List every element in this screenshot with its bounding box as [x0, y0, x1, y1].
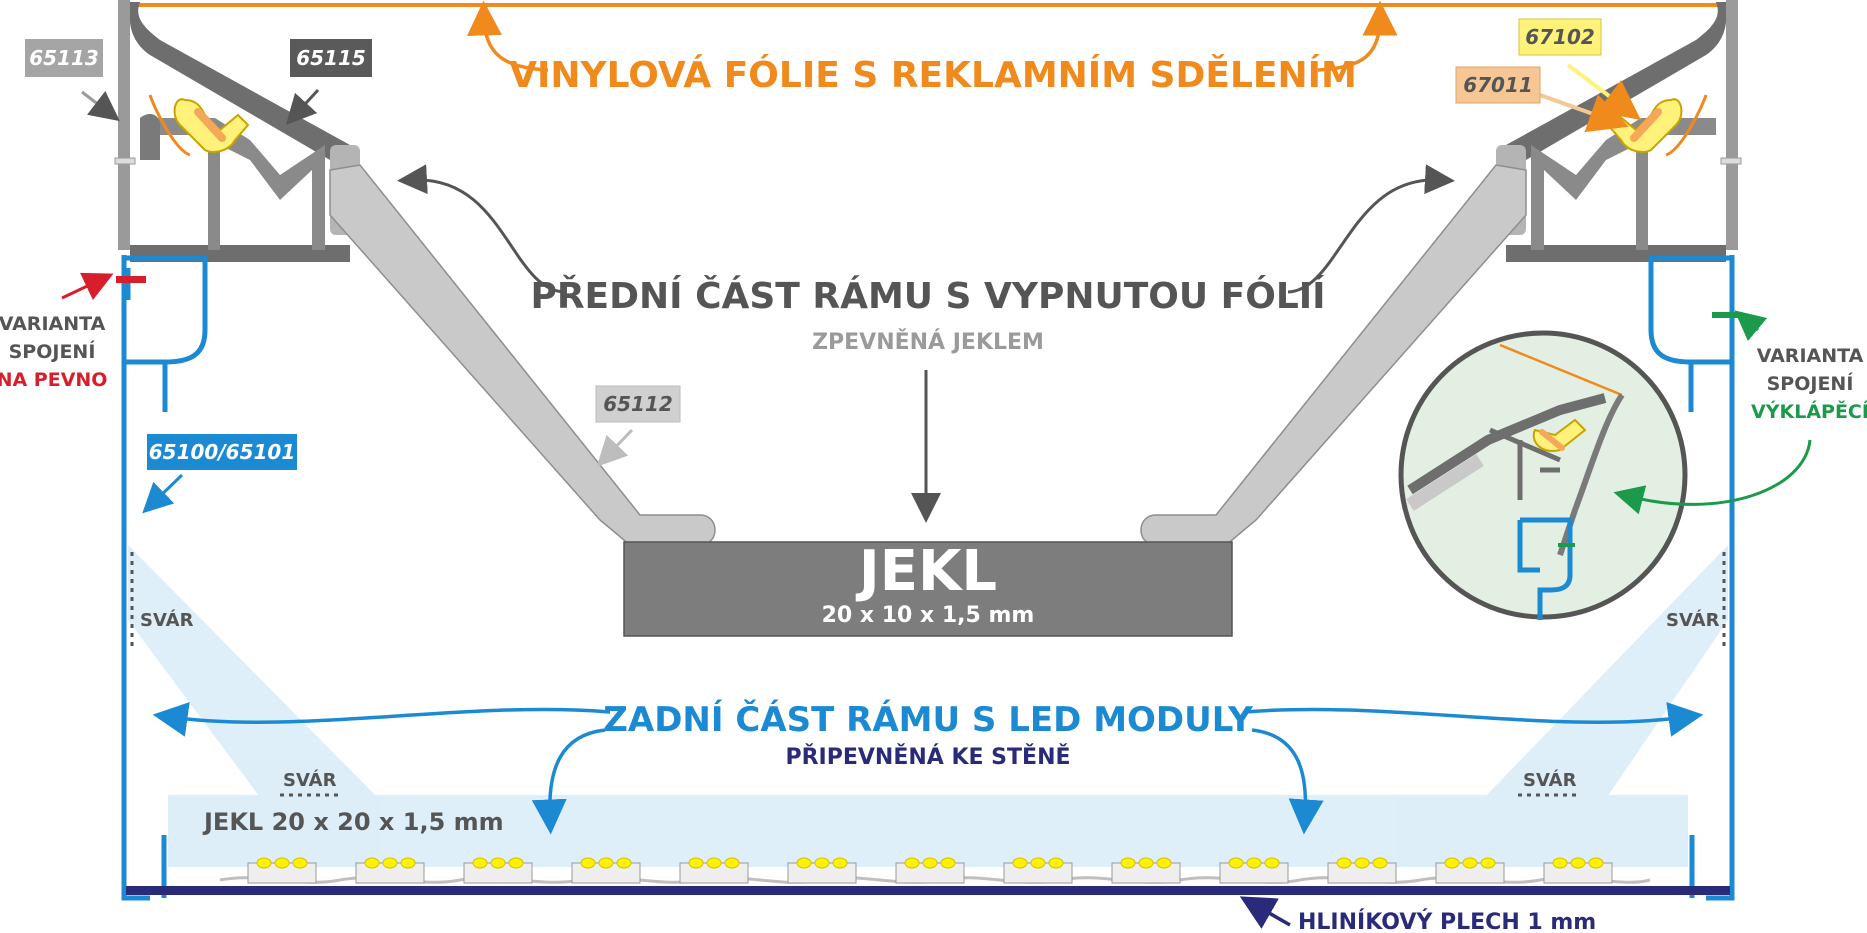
led-module [247, 857, 317, 884]
led-module [1219, 857, 1289, 884]
weld-label-right: SVÁR [1666, 609, 1720, 631]
aluminium-sheet [126, 886, 1730, 895]
back-frame-label: ZADNÍ ČÁST RÁMU S LED MODULY [603, 699, 1253, 740]
led-module [571, 857, 641, 884]
weld-label-left: SVÁR [140, 609, 194, 631]
tag-65113: 65113 [25, 39, 103, 77]
svg-text:67011: 67011 [1463, 73, 1533, 97]
svg-text:65112: 65112 [603, 392, 673, 416]
tag-65100: 65100/65101 [147, 434, 297, 470]
led-module [463, 857, 533, 884]
svg-text:67102: 67102 [1525, 25, 1595, 49]
back-frame-sub: PŘIPEVNĚNÁ KE STĚNĚ [785, 744, 1070, 770]
led-module [679, 857, 749, 884]
led-module [895, 857, 965, 884]
variant-fixed-line1: VARIANTA [0, 313, 106, 335]
svg-text:65100/65101: 65100/65101 [149, 440, 295, 464]
led-module [1327, 857, 1397, 884]
sheet-label: HLINÍKOVÝ PLECH 1 mm [1298, 909, 1596, 933]
variant-tilt-line3: VÝKLÁPĚCÍ [1751, 399, 1867, 423]
tag-65115: 65115 [290, 39, 372, 77]
led-module [1111, 857, 1181, 884]
led-module [355, 857, 425, 884]
svg-text:65115: 65115 [296, 46, 366, 70]
variant-fixed-line2: SPOJENÍ [9, 340, 96, 363]
led-module [1003, 857, 1073, 884]
weld-label-bottom-left: SVÁR [283, 769, 337, 791]
front-frame-sub: ZPEVNĚNÁ JEKLEM [812, 329, 1044, 355]
fixed-joint-marker [116, 276, 146, 283]
tilt-detail-circle [1398, 330, 1688, 620]
tag-65112: 65112 [595, 385, 681, 423]
vinyl-label: VINYLOVÁ FÓLIE S REKLAMNÍM SDĚLENÍM [509, 54, 1357, 96]
svg-text:65113: 65113 [29, 46, 99, 70]
jekl-big-dims: 20 x 10 x 1,5 mm [822, 603, 1035, 628]
tag-67102: 67102 [1518, 18, 1602, 56]
front-frame-label: PŘEDNÍ ČÁST RÁMU S VYPNUTOU FÓLIÍ [530, 275, 1325, 317]
tilt-joint-marker [1712, 312, 1740, 318]
led-module [1435, 857, 1505, 884]
weld-label-bottom-right: SVÁR [1523, 769, 1577, 791]
led-modules [247, 857, 1613, 884]
jekl-big-label: JEKL [855, 539, 997, 604]
jekl-bottom-label: JEKL 20 x 20 x 1,5 mm [202, 808, 504, 836]
variant-tilt-line1: VARIANTA [1757, 345, 1864, 367]
variant-fixed-line3: NA PEVNO [0, 369, 107, 391]
tag-67011: 67011 [1455, 66, 1541, 104]
led-module [787, 857, 857, 884]
left-strut [329, 164, 716, 546]
center-jekl [623, 541, 1233, 637]
back-jekl-bands [128, 545, 1728, 867]
led-module [1543, 857, 1613, 884]
variant-tilt-line2: SPOJENÍ [1767, 372, 1854, 395]
weld-marks [130, 552, 1726, 797]
